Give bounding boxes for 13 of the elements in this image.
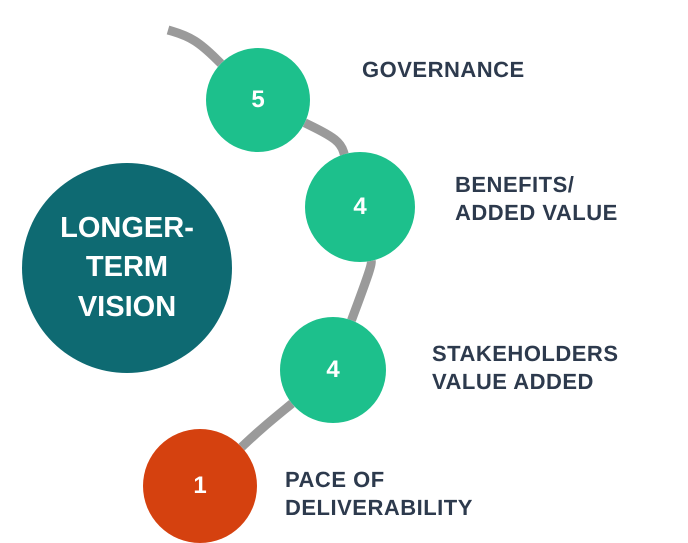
vision-label: LONGER- TERM VISION	[59, 211, 195, 325]
connector-line	[238, 400, 295, 450]
step-number: 5	[250, 84, 266, 115]
step-label: GOVERNANCE	[362, 56, 526, 84]
step-label: BENEFITS/ ADDED VALUE	[455, 171, 619, 227]
step-label: PACE OF DELIVERABILITY	[285, 466, 474, 522]
step-number: 4	[352, 192, 368, 222]
connector-line	[302, 118, 349, 156]
step-label: STAKEHOLDERS VALUE ADDED	[432, 340, 620, 396]
connector-line	[166, 26, 224, 67]
connector-line	[347, 257, 376, 322]
step-number: 1	[192, 470, 208, 501]
step-number: 4	[325, 354, 341, 385]
